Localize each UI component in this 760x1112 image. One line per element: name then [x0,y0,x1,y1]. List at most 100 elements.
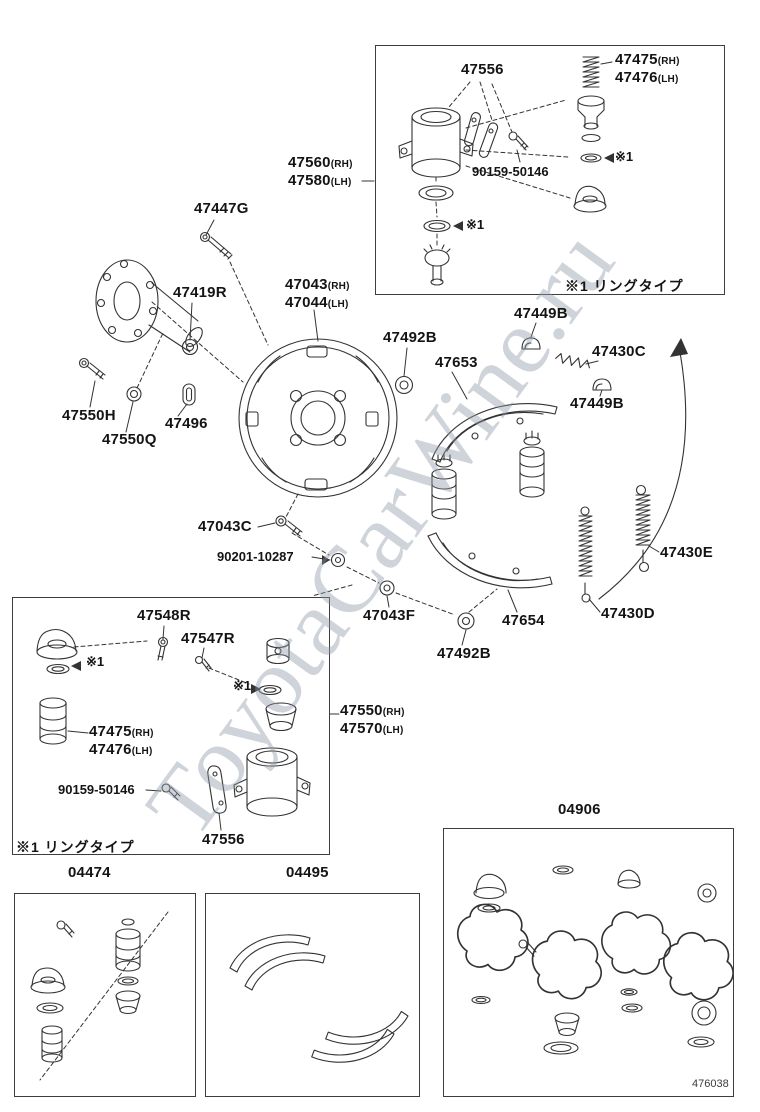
label-47430e: 47430E [660,544,713,561]
label-04906: 04906 [558,801,601,818]
spring-47430d-drawing [578,506,593,603]
label-row: 47570(LH) [340,721,405,739]
label-47449b-1: 47449B [514,305,568,322]
part-number: 47580 [288,172,331,189]
hub-bolt-drawing [199,231,233,260]
label-47653: 47653 [435,354,478,371]
wheel-cylinder-assembled-drawing [431,430,545,520]
part-number: 47043 [285,276,328,293]
cap-47449b-upper-drawing [521,337,541,350]
label-ring-note-b: ※1 [233,678,252,693]
label-47492b-1: 47492B [383,329,437,346]
label-47430d: 47430D [601,605,655,622]
label-ring-note-topbox: ※1 [466,217,485,232]
nut-47492b-upper-drawing [394,375,414,395]
label-47475-47476-2: 47475(RH) 47476(LH) [89,724,154,760]
part-number: 47476 [615,69,658,86]
label-47447g: 47447G [194,200,249,217]
part-side: (LH) [131,746,153,757]
label-47550-47570: 47550(RH) 47570(LH) [340,703,405,739]
label-row: 47044(LH) [285,295,350,313]
label-47496: 47496 [165,415,208,432]
note-ring-type-top: ※1 リングタイプ [565,278,684,294]
part-side: (LH) [382,725,404,736]
kit-04474-drawing [30,918,141,1063]
label-row: 47476(LH) [89,742,154,760]
label-47475-47476-top: 47475(RH) 47476(LH) [615,52,680,88]
part-number: 47560 [288,154,331,171]
label-row: 47475(RH) [89,724,154,742]
part-side: (LH) [327,299,349,310]
part-number: 47550 [340,702,383,719]
spring-47430e-drawing [635,484,651,573]
part-number: 47044 [285,294,328,311]
label-47492b-2: 47492B [437,645,491,662]
spring-47430c-drawing [555,352,590,369]
leader-lines [67,61,660,831]
part-number: 47570 [340,720,383,737]
cap-47449b-lower-drawing [592,378,612,391]
wheel-cylinder-exploded-top-drawing [398,56,607,286]
screw-47043c-drawing [275,515,303,537]
nut-47550q-drawing [126,386,142,402]
label-row: 47580(LH) [288,173,353,191]
label-row: 47475(RH) [615,52,680,70]
label-47556-top: 47556 [461,61,504,78]
label-90159-50146-2: 90159-50146 [58,782,135,797]
label-47548r: 47548R [137,607,191,624]
label-04495: 04495 [286,864,329,881]
label-47550q: 47550Q [102,431,157,448]
kit-04906-drawing [456,865,738,1055]
label-47654: 47654 [502,612,545,629]
construction-dashed-lines [39,81,571,1081]
kit-04474-box [14,893,196,1097]
label-47556-2: 47556 [202,831,245,848]
label-47449b-2: 47449B [570,395,624,412]
label-ring-note-a: ※1 [86,654,105,669]
part-side: (RH) [330,159,353,170]
brake-shoe-rear-drawing [427,532,553,589]
kit-04495-box [205,893,420,1097]
part-side: (RH) [131,728,154,739]
part-number: 47475 [89,723,132,740]
pointer-arrowheads [71,153,614,694]
label-47560-47580: 47560(RH) 47580(LH) [288,155,353,191]
part-number: 47476 [89,741,132,758]
note-ring-type-2: ※1 リングタイプ [16,839,135,855]
part-side: (RH) [657,56,680,67]
brake-shoe-front-drawing [431,403,558,463]
label-row: 47560(RH) [288,155,353,173]
top-cylinder-assembly-box [375,45,725,295]
part-side: (RH) [327,281,350,292]
part-number: 47475 [615,51,658,68]
label-90159-50146-top: 90159-50146 [472,164,549,179]
label-47043c: 47043C [198,518,252,535]
label-47550h: 47550H [62,407,116,424]
label-row: 47043(RH) [285,277,350,295]
label-row: 47550(RH) [340,703,405,721]
label-47430c: 47430C [592,343,646,360]
part-side: (LH) [657,74,679,85]
gasket-47496-drawing [182,383,196,406]
label-04474: 04474 [68,864,111,881]
figure-number: 476038 [692,1078,729,1090]
kit-04906-box [443,828,734,1097]
label-47043f: 47043F [363,607,416,624]
label-ring-note-top-right: ※1 [615,149,634,164]
label-row: 47476(LH) [615,70,680,88]
wheel-cylinder-exploded-box2-drawing [36,628,311,817]
label-90201-10287: 90201-10287 [217,549,294,564]
nut-47492b-lower-drawing [457,612,475,630]
label-47043-47044: 47043(RH) 47044(LH) [285,277,350,313]
rotation-arrow [598,338,688,600]
lower-cylinder-assembly-box [12,597,330,855]
label-47419r: 47419R [173,284,227,301]
nut-47043f-drawing [379,580,395,596]
bolt-47550h-drawing [78,357,106,380]
axle-housing-drawing [95,259,203,353]
part-side: (LH) [330,177,352,188]
backing-plate-drawing [238,338,398,498]
part-side: (RH) [382,707,405,718]
